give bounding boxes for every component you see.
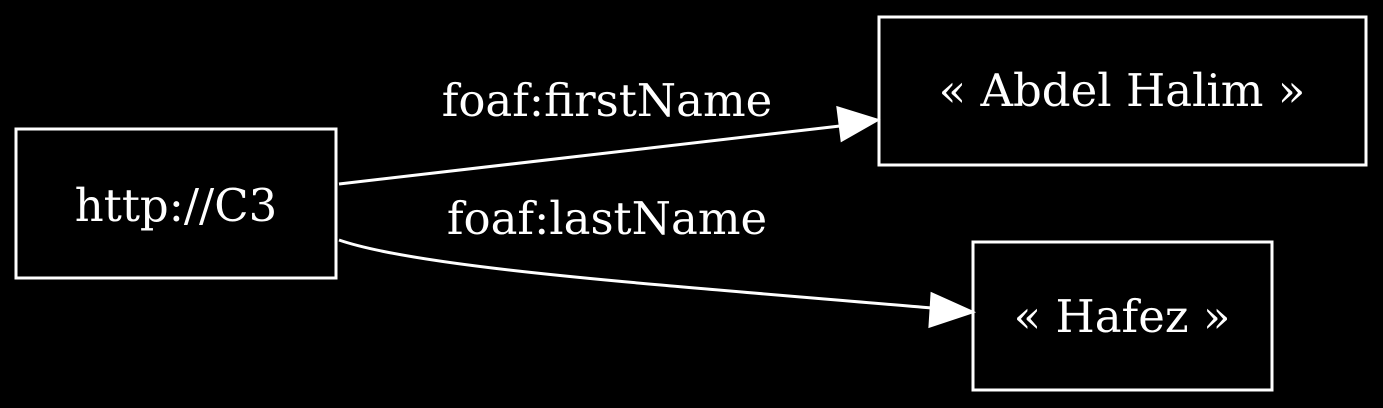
subject-node-box [14,127,338,280]
last-name-edge-line [338,238,933,310]
first-name-edge-line [338,124,841,186]
last-name-edge-label: foaf:lastName [447,192,767,245]
last-name-edge: foaf:lastName [338,192,977,329]
first-name-node-label: « Abdel Halim » [939,64,1306,117]
last-name-node-label: « Hafez » [1014,290,1231,343]
last-name-node: « Hafez » [971,240,1274,392]
first-name-node: « Abdel Halim » [877,15,1368,167]
first-name-edge-arrowhead [836,105,881,143]
first-name-node-box [877,15,1368,167]
first-name-edge-label: foaf:firstName [442,74,773,127]
first-name-edge: foaf:firstName [338,74,881,186]
last-name-node-box [971,240,1274,392]
subject-node-label: http://C3 [75,179,278,232]
last-name-edge-arrowhead [928,291,977,329]
subject-node: http://C3 [14,127,338,280]
